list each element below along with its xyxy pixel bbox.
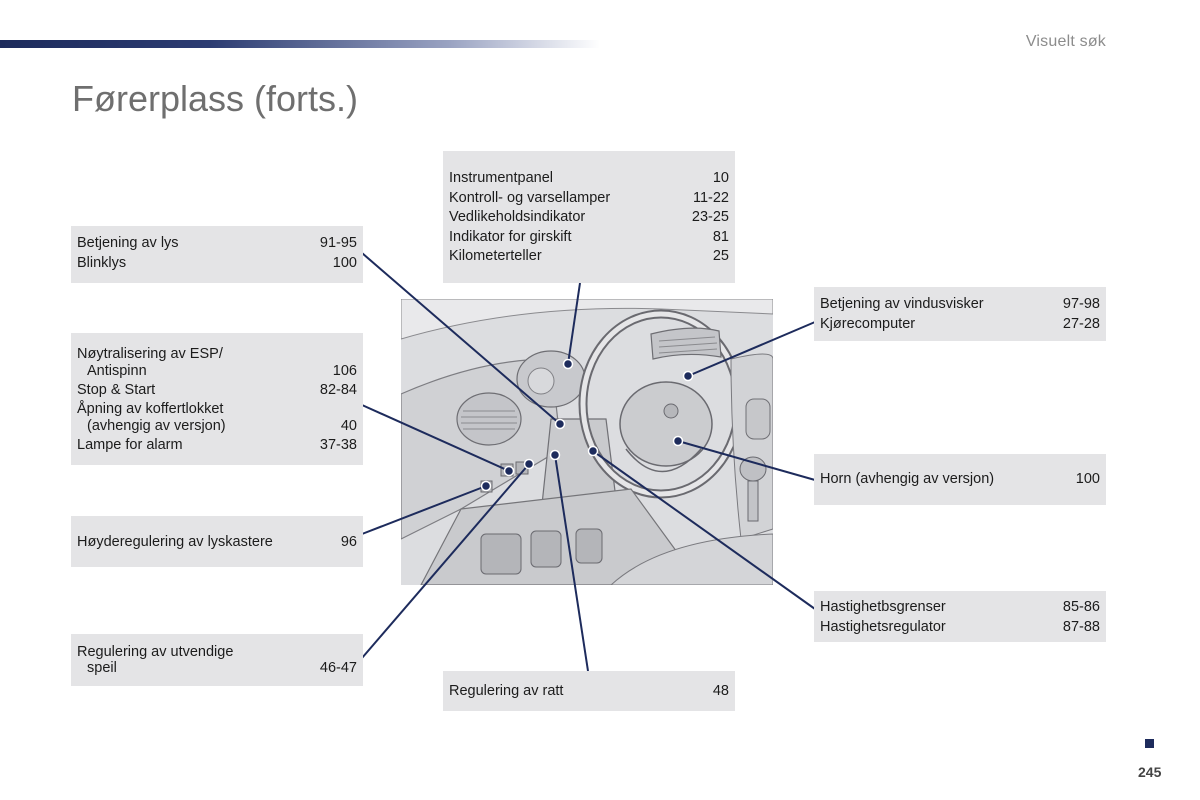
callout-steering: Regulering av ratt 48 [443, 671, 735, 711]
callout-row: Vedlikeholdsindikator 23-25 [449, 208, 729, 228]
callout-page-ref: 27-28 [1062, 315, 1100, 332]
callout-row: Betjening av lys 91-95 [77, 234, 357, 254]
callout-row: Regulering av ratt 48 [449, 682, 729, 702]
callout-label: Indikator for girskift [449, 228, 572, 245]
callout-label: Betjening av vindusvisker [820, 296, 984, 312]
callout-page-ref: 87-88 [1062, 618, 1100, 635]
callout-page-ref: 25 [712, 248, 729, 264]
callout-page-ref: 82-84 [319, 382, 357, 398]
callout-row: Blinklys 100 [77, 254, 357, 274]
callout-label: Lampe for alarm [77, 437, 183, 453]
header-gradient-bar [0, 40, 600, 48]
callout-row: Hastighetsregulator 87-88 [820, 618, 1100, 638]
callout-label: Instrumentpanel [449, 170, 553, 186]
callout-row: (avhengig av versjon) 40 [77, 418, 357, 435]
dashboard-illustration [401, 299, 773, 585]
callout-page-ref: 81 [712, 228, 729, 245]
callout-row: speil 46-47 [77, 660, 357, 676]
callout-page-ref: 23-25 [691, 209, 729, 225]
callout-page-ref: 97-98 [1062, 296, 1100, 312]
callout-page-ref: 37-38 [319, 437, 357, 453]
callout-row: Horn (avhengig av versjon) 100 [820, 470, 1100, 490]
callout-page-ref: 11-22 [692, 189, 729, 206]
callout-page-ref: 85-86 [1062, 599, 1100, 615]
dashboard-drawing [401, 299, 773, 585]
callout-page-ref: 10 [712, 170, 729, 186]
callout-label: Åpning av koffertlokket [77, 401, 224, 417]
callout-label: Regulering av utvendige [77, 644, 234, 660]
callout-row: Kontroll- og varsellamper 11-22 [449, 189, 729, 209]
callout-esp: Nøytralisering av ESP/ Antispinn 106 Sto… [71, 333, 363, 465]
callout-page-ref: 106 [332, 363, 357, 379]
callout-label: Nøytralisering av ESP/ [77, 346, 223, 362]
callout-lights: Betjening av lys 91-95 Blinklys 100 [71, 226, 363, 283]
callout-label: Regulering av ratt [449, 683, 564, 699]
callout-row: Antispinn 106 [77, 363, 357, 380]
callout-row: Høyderegulering av lyskastere 96 [77, 533, 357, 553]
callout-row: Lampe for alarm 37-38 [77, 437, 357, 454]
callout-horn: Horn (avhengig av versjon) 100 [814, 454, 1106, 505]
callout-label: Vedlikeholdsindikator [449, 209, 586, 225]
page-title: Førerplass (forts.) [72, 78, 359, 119]
callout-row: Stop & Start 82-84 [77, 382, 357, 399]
callout-instruments: Instrumentpanel 10 Kontroll- og varsella… [443, 151, 735, 283]
callout-label: (avhengig av versjon) [87, 418, 226, 434]
callout-row: Nøytralisering av ESP/ [77, 346, 357, 363]
callout-label: Horn (avhengig av versjon) [820, 471, 995, 487]
callout-row: Kjørecomputer 27-28 [820, 315, 1100, 335]
callout-page-ref: 48 [712, 683, 729, 699]
callout-label: Kilometerteller [449, 248, 542, 264]
callout-label: Kontroll- og varsellamper [449, 189, 611, 206]
callout-label: Antispinn [87, 363, 147, 379]
callout-row: Instrumentpanel 10 [449, 169, 729, 189]
callout-label: Betjening av lys [77, 235, 179, 251]
callout-label: Høyderegulering av lyskastere [77, 534, 273, 550]
callout-label: speil [87, 660, 117, 676]
callout-page-ref: 100 [1075, 471, 1100, 487]
page-marker-square [1145, 739, 1154, 748]
callout-label: Hastighetbsgrenser [820, 599, 946, 615]
callout-row: Indikator for girskift 81 [449, 228, 729, 248]
callout-row: Regulering av utvendige [77, 644, 357, 660]
callout-page-ref: 96 [340, 534, 357, 550]
callout-page-ref: 100 [332, 254, 357, 271]
callout-row: Åpning av koffertlokket [77, 401, 357, 418]
callout-page-ref: 46-47 [319, 660, 357, 676]
callout-label: Stop & Start [77, 382, 156, 398]
callout-wipers: Betjening av vindusvisker 97-98 Kjørecom… [814, 287, 1106, 341]
callout-label: Kjørecomputer [820, 315, 916, 332]
callout-headlamp: Høyderegulering av lyskastere 96 [71, 516, 363, 567]
callout-speed: Hastighetbsgrenser 85-86 Hastighetsregul… [814, 591, 1106, 642]
callout-label: Hastighetsregulator [820, 618, 946, 635]
callout-mirrors: Regulering av utvendige speil 46-47 [71, 634, 363, 686]
callout-row: Betjening av vindusvisker 97-98 [820, 295, 1100, 315]
section-label: Visuelt søk [1025, 33, 1106, 50]
callout-page-ref: 91-95 [319, 235, 357, 251]
callout-page-ref: 40 [340, 418, 357, 434]
callout-label: Blinklys [77, 254, 127, 271]
page-number: 245 [1138, 764, 1162, 780]
callout-row: Hastighetbsgrenser 85-86 [820, 598, 1100, 618]
callout-row: Kilometerteller 25 [449, 247, 729, 267]
